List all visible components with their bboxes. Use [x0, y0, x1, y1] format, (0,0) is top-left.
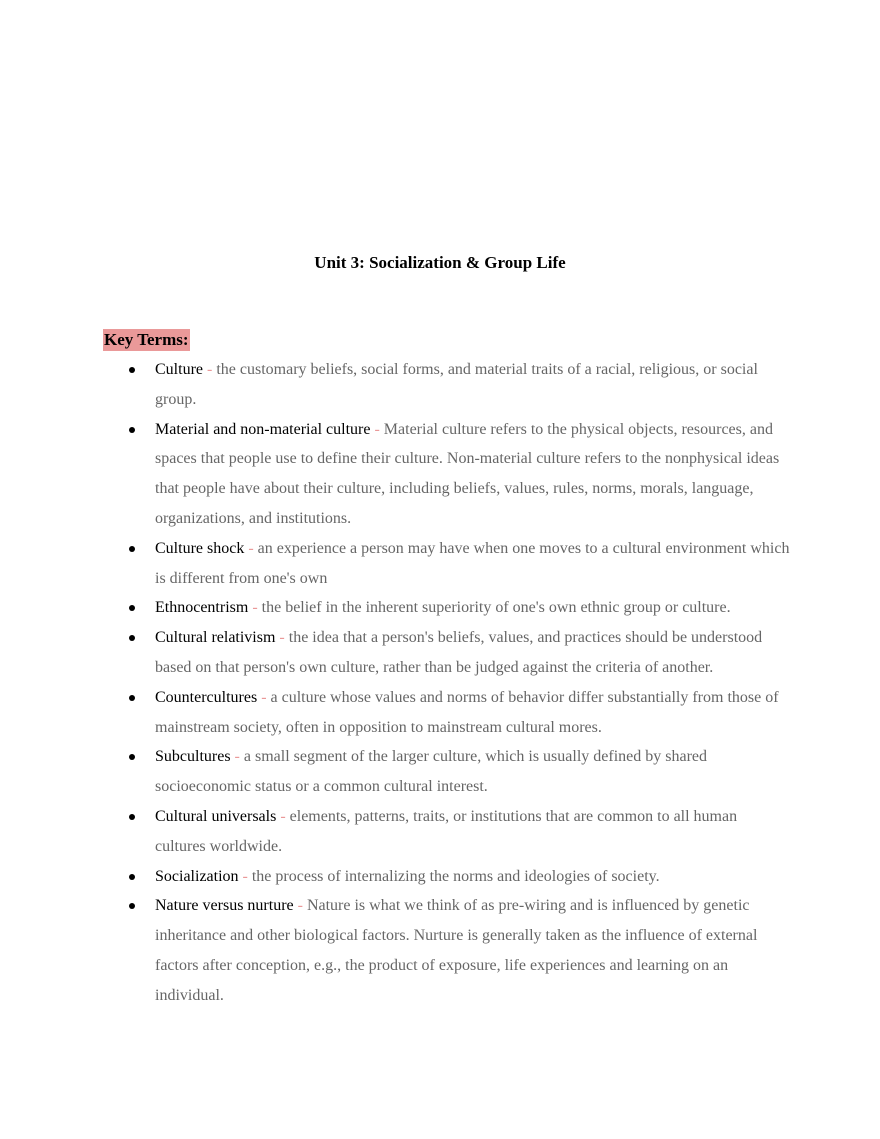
term-name: Socialization [155, 867, 239, 885]
bullet-icon [129, 903, 135, 910]
list-item: Nature versus nurture - Nature is what w… [0, 891, 880, 1010]
term-separator: - [234, 748, 240, 766]
term-name: Subcultures [155, 748, 231, 766]
term-definition: an experience a person may have when one… [155, 539, 790, 587]
bullet-icon [129, 694, 135, 701]
bullet-icon [129, 426, 135, 433]
bullet-icon [129, 813, 135, 820]
term-definition: the customary beliefs, social forms, and… [155, 361, 758, 408]
term-definition: Nature is what we think of as pre-wiring… [155, 897, 758, 1004]
key-terms-heading: Key Terms: [103, 329, 190, 351]
term-definition: elements, patterns, traits, or instituti… [155, 807, 738, 855]
bullet-icon [129, 367, 135, 373]
list-item: Material and non-material culture - Mate… [0, 415, 880, 534]
bullet-icon [129, 635, 135, 642]
term-name: Culture shock [155, 539, 245, 557]
term-separator: - [279, 629, 285, 647]
list-item: Socialization - the process of internali… [0, 862, 880, 892]
list-item: Ethnocentrism - the belief in the inhere… [0, 593, 880, 623]
list-item: Cultural universals - elements, patterns… [0, 802, 880, 862]
term-name: Nature versus nurture [155, 897, 294, 915]
term-name: Material and non-material culture [155, 420, 371, 438]
bullet-icon [129, 545, 135, 552]
term-separator: - [297, 897, 303, 915]
term-definition: a small segment of the larger culture, w… [155, 748, 707, 796]
list-item: Subcultures - a small segment of the lar… [0, 742, 880, 802]
term-definition: a culture whose values and norms of beha… [155, 688, 779, 736]
term-separator: - [280, 807, 286, 825]
term-name: Culture [155, 361, 203, 378]
document-title: Unit 3: Socialization & Group Life [314, 253, 566, 272]
term-name: Countercultures [155, 688, 258, 706]
term-name: Ethnocentrism [155, 599, 249, 617]
bullet-icon [129, 754, 135, 761]
bullet-icon [129, 605, 135, 612]
term-definition: Material culture refers to the physical … [155, 420, 780, 527]
term-separator: - [374, 420, 380, 438]
key-terms-list: Culture - the customary beliefs, social … [0, 355, 880, 1011]
term-definition: the idea that a person's beliefs, values… [155, 629, 763, 676]
bullet-icon [129, 873, 135, 880]
term-name: Cultural relativism [155, 629, 276, 647]
term-separator: - [207, 361, 213, 378]
list-item: Culture - the customary beliefs, social … [0, 355, 880, 415]
term-separator: - [242, 867, 248, 885]
term-definition: the process of internalizing the norms a… [251, 867, 660, 885]
term-definition: the belief in the inherent superiority o… [261, 599, 731, 617]
list-item: Cultural relativism - the idea that a pe… [0, 623, 880, 683]
term-separator: - [261, 688, 267, 706]
list-item: Countercultures - a culture whose values… [0, 683, 880, 743]
term-separator: - [252, 599, 258, 617]
term-separator: - [248, 539, 254, 557]
list-item: Culture shock - an experience a person m… [0, 534, 880, 594]
term-name: Cultural universals [155, 807, 277, 825]
